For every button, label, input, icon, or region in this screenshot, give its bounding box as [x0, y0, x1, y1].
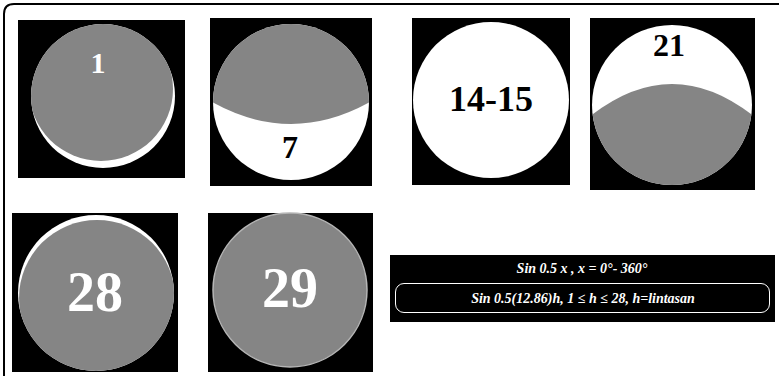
phase-number: 28: [67, 262, 123, 324]
moon-dark: [213, 213, 367, 367]
formula-text: Sin 0.5 x , x = 0°- 360°: [517, 261, 648, 276]
phase-number: 29: [262, 258, 318, 320]
phase-number: 7: [282, 130, 298, 165]
formula-text: Sin 0.5(12.86)h, 1 ≤ h ≤ 28, h=lintasan: [471, 291, 695, 306]
moon-dark: [588, 84, 756, 200]
moon-dark: [205, 20, 377, 124]
phase-number: 1: [91, 46, 106, 79]
moon-phase-panel: 14-15: [412, 18, 570, 185]
moon-lit: [413, 22, 569, 178]
phase-number: 14-15: [449, 80, 533, 120]
moon-phase-panel: 28: [12, 213, 178, 372]
panel: [412, 18, 570, 185]
formula-box: Sin 0.5 x , x = 0°- 360° Sin 0.5(12.86)h,…: [390, 255, 775, 322]
moon-phase-panel: 29: [208, 213, 373, 372]
moon-phase-panel: 1: [18, 20, 185, 178]
moon-phase-panel: 21: [590, 18, 755, 190]
moon-dark: [29, 17, 173, 161]
frame: [4, 4, 779, 376]
moon-dark: [19, 220, 175, 376]
formula-box: Sin 0.5(12.86)h, 1 ≤ h ≤ 28, h=lintasan: [395, 283, 770, 313]
phase-number: 21: [653, 28, 685, 63]
panel: [208, 213, 373, 372]
moon-phase-panel: 7: [210, 18, 372, 186]
